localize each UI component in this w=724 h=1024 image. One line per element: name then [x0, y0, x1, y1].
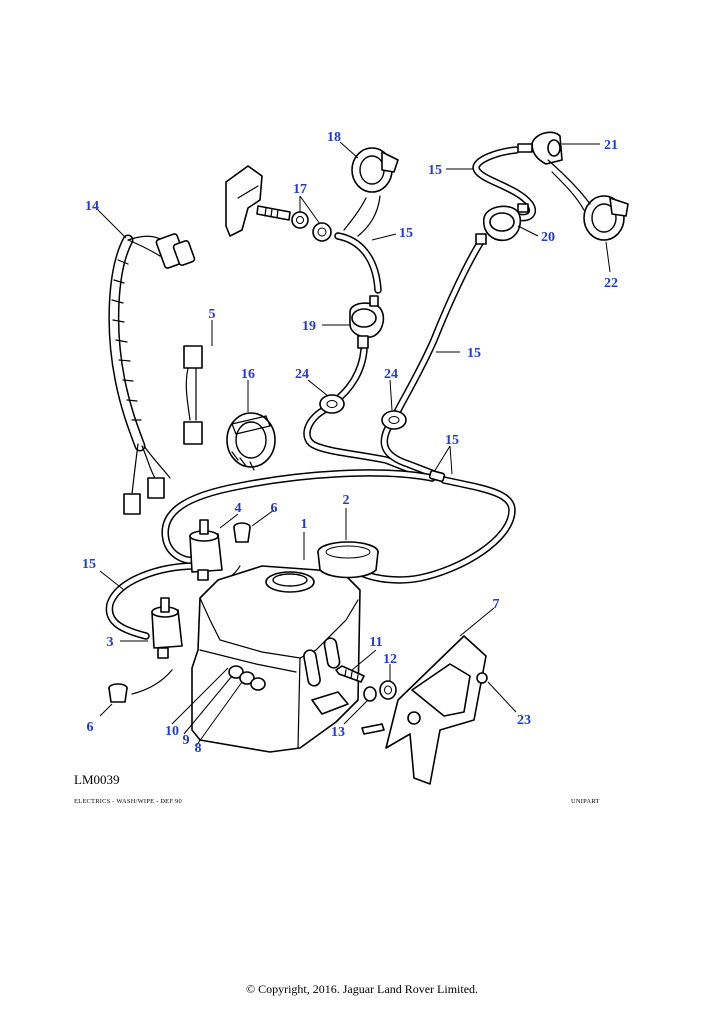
- grommets: [319, 394, 446, 483]
- callout-11: 11: [369, 635, 382, 650]
- callout-17: 17: [293, 182, 307, 197]
- callout-20: 20: [541, 230, 555, 245]
- callout-18: 18: [327, 130, 341, 145]
- wiring-harness: [108, 233, 196, 515]
- callout-19: 19: [302, 319, 316, 334]
- callout-15-middle: 15: [467, 346, 481, 361]
- callout-9: 9: [183, 733, 190, 748]
- callout-2: 2: [343, 493, 350, 508]
- callout-15-top: 15: [428, 163, 442, 178]
- callout-6-lower: 6: [87, 720, 94, 735]
- callout-16: 16: [241, 367, 255, 382]
- callout-7: 7: [493, 597, 500, 612]
- reservoir-pump-sockets: [228, 665, 266, 691]
- washer-pump-3: [131, 597, 183, 695]
- drawing-reference: LM0039: [74, 772, 120, 787]
- leader-lines: [95, 141, 611, 747]
- pump-grommet: [233, 522, 251, 543]
- callout-15-joint: 15: [445, 433, 459, 448]
- callout-15-left: 15: [82, 557, 96, 572]
- washer-hoses: [105, 146, 536, 640]
- callout-10: 10: [165, 724, 179, 739]
- callout-22: 22: [604, 276, 618, 291]
- callout-12: 12: [383, 652, 397, 667]
- washer-reservoir: [191, 565, 361, 753]
- callout-1: 1: [301, 517, 308, 532]
- callout-23: 23: [517, 713, 531, 728]
- harness-clip: [226, 412, 276, 471]
- callout-4: 4: [235, 501, 242, 516]
- jumper-lead: [183, 345, 203, 445]
- callout-labels: 1 2 3 4 5 6 6 7 8 9 10 11 12 13 14 15 15…: [82, 130, 618, 756]
- fixings: [335, 665, 397, 702]
- hose-clip-18: [343, 147, 399, 237]
- callout-6-upper: 6: [271, 501, 278, 516]
- callout-24-left: 24: [295, 367, 309, 382]
- reservoir-bracket: [361, 635, 488, 785]
- callout-13: 13: [331, 725, 345, 740]
- jet-bracket: [225, 165, 332, 242]
- callout-14: 14: [85, 199, 99, 214]
- diagram-caption: ELECTRICS - WASH/WIPE - DEF 90: [74, 798, 182, 805]
- callout-3: 3: [107, 635, 114, 650]
- rear-jet-21: [517, 131, 563, 165]
- reservoir-cap: [317, 541, 379, 579]
- callout-8: 8: [195, 741, 202, 756]
- callout-15-upper: 15: [399, 226, 413, 241]
- supplier-label: UNIPART: [571, 798, 600, 805]
- hose-clip-22: [547, 159, 629, 241]
- washer-jet-20: [475, 203, 529, 245]
- washer-jet-19: [349, 295, 385, 349]
- callout-5: 5: [209, 307, 216, 322]
- callout-24-right: 24: [384, 367, 398, 382]
- callout-21: 21: [604, 138, 618, 153]
- pump-grommet-lower: [108, 683, 128, 703]
- copyright-notice: © Copyright, 2016. Jaguar Land Rover Lim…: [245, 982, 479, 996]
